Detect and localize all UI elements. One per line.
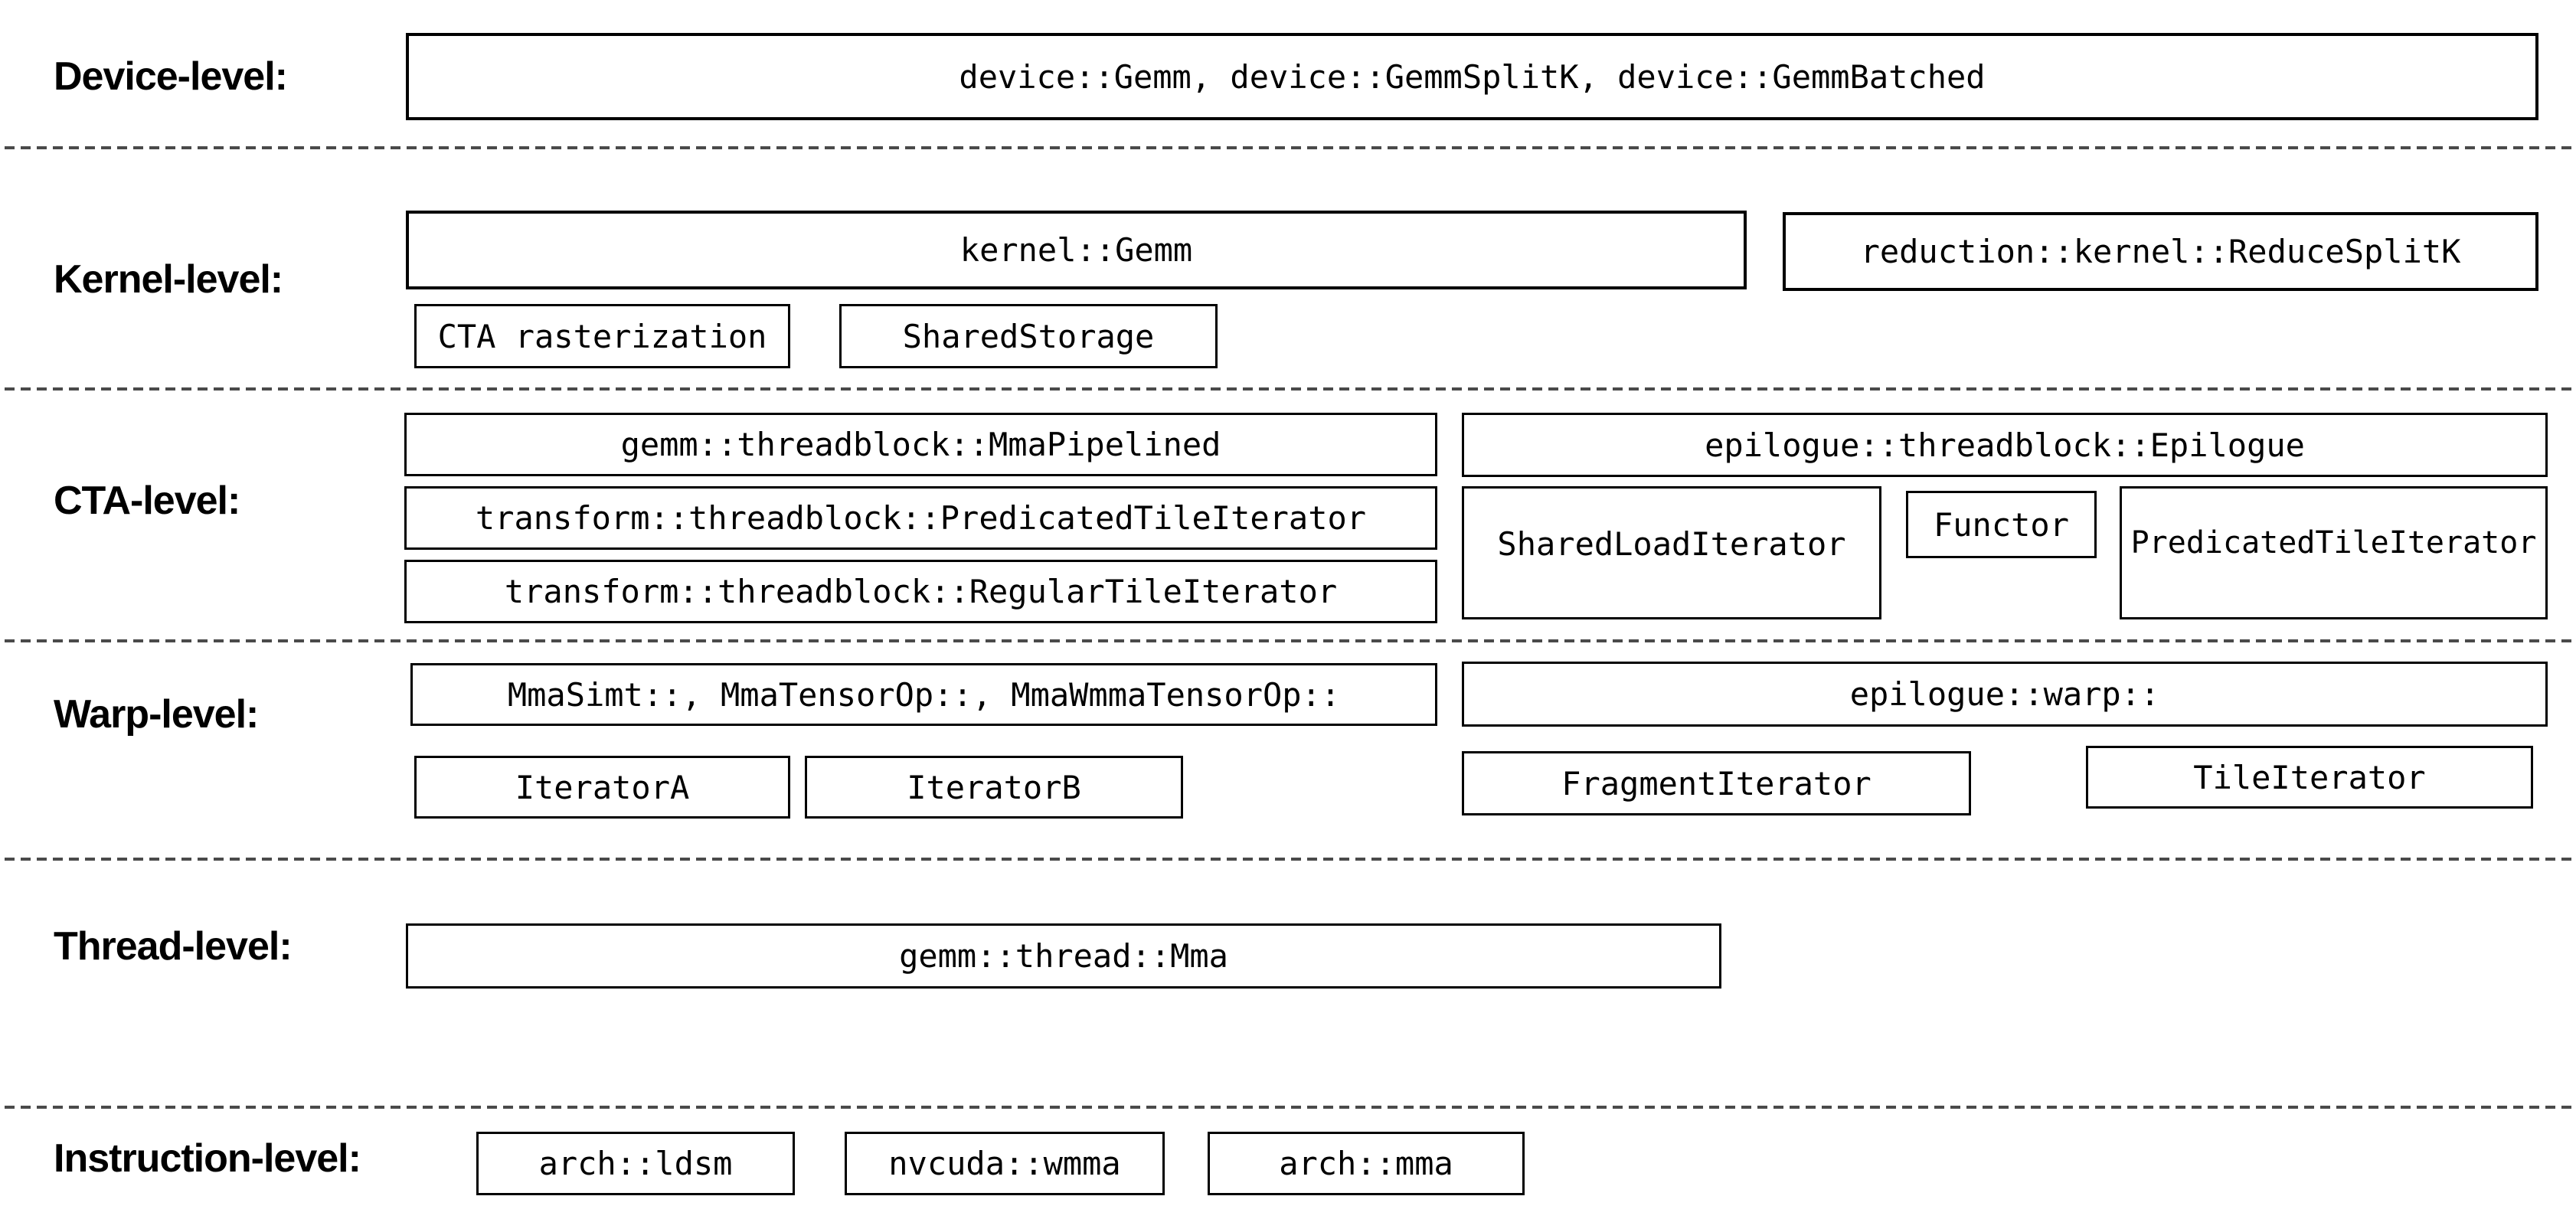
row-label-cta: CTA-level: [54, 479, 240, 523]
box-nvcuda-wmma: nvcuda::wmma [845, 1132, 1165, 1195]
row-divider [5, 387, 2571, 391]
row-divider [5, 858, 2571, 861]
box-gemm-thread-mma: gemm::thread::Mma [406, 923, 1721, 989]
box-epilogue-threadblock: epilogue::threadblock::Epilogue [1462, 413, 2548, 477]
box-fragment-iterator: FragmentIterator [1462, 751, 1971, 815]
row-label-kernel: Kernel-level: [54, 257, 283, 302]
row-divider [5, 146, 2571, 149]
box-shared-load-iterator: SharedLoadIterator [1462, 486, 1881, 619]
box-shared-storage: SharedStorage [839, 304, 1218, 368]
row-label-instruction: Instruction-level: [54, 1136, 361, 1181]
box-epilogue-predicated-tile-iterator: PredicatedTileIterator [2120, 486, 2548, 619]
box-tile-iterator: TileIterator [2086, 746, 2533, 809]
box-regular-tile-iterator: transform::threadblock::RegularTileItera… [404, 560, 1437, 623]
row-label-device: Device-level: [54, 54, 288, 99]
box-kernel-gemm: kernel::Gemm [406, 211, 1747, 289]
box-cta-rasterization: CTA rasterization [414, 304, 790, 368]
box-transform-predicated-tile-iterator: transform::threadblock::PredicatedTileIt… [404, 486, 1437, 550]
row-label-thread: Thread-level: [54, 924, 293, 969]
box-iterator-b: IteratorB [805, 756, 1183, 819]
row-divider [5, 1106, 2571, 1109]
row-label-warp: Warp-level: [54, 692, 259, 737]
box-arch-mma: arch::mma [1208, 1132, 1525, 1195]
box-reduce-splitk: reduction::kernel::ReduceSplitK [1783, 212, 2538, 291]
box-iterator-a: IteratorA [414, 756, 790, 819]
box-epilogue-warp: epilogue::warp:: [1462, 662, 2548, 727]
box-functor: Functor [1906, 491, 2097, 558]
box-warp-mma-ops: MmaSimt::, MmaTensorOp::, MmaWmmaTensorO… [410, 663, 1437, 726]
box-arch-ldsm: arch::ldsm [476, 1132, 795, 1195]
box-mma-pipelined: gemm::threadblock::MmaPipelined [404, 413, 1437, 476]
row-divider [5, 639, 2571, 642]
box-device-apis: device::Gemm, device::GemmSplitK, device… [406, 33, 2538, 120]
